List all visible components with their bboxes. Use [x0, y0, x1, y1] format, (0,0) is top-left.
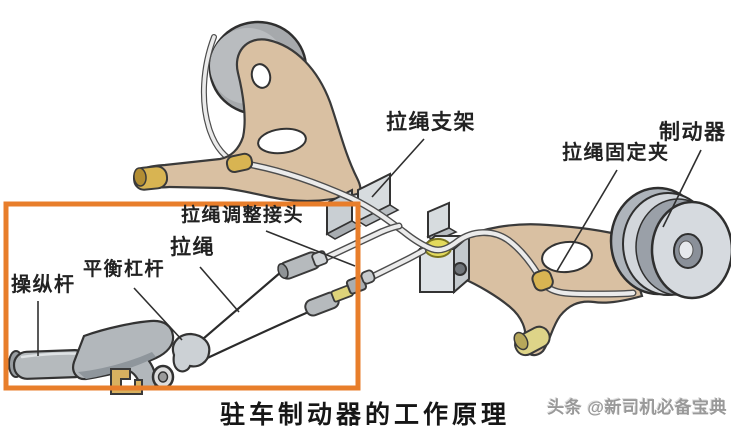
- cable-guide-box: [417, 201, 472, 295]
- watermark-text: 头条 @新司机必备宝典: [547, 398, 727, 417]
- cable-adjuster-lower: [304, 269, 376, 317]
- diagram-caption: 驻车制动器的工作原理: [220, 401, 511, 429]
- cable-fixing-clip-right: [531, 269, 554, 292]
- right-leg-end-cap: [513, 325, 551, 357]
- label-operating-lever: 操纵杆: [11, 274, 76, 296]
- label-brake: 制动器: [659, 121, 727, 144]
- pull-wires: [191, 271, 331, 363]
- cable-adjuster-upper: [277, 250, 329, 280]
- handbrake-lever-assembly: [8, 319, 211, 395]
- leader-lines: [37, 138, 702, 356]
- label-cable-adjusting-joint: 拉绳调整接头: [181, 205, 305, 226]
- right-brake-drum: [609, 186, 731, 300]
- cable-fixing-clip-left: [225, 152, 254, 174]
- label-cable-fixing-clip: 拉绳固定夹: [562, 142, 670, 164]
- left-brake-assembly: [132, 20, 362, 202]
- main-brake-cable: [248, 161, 637, 298]
- highlight-box: [3, 201, 361, 391]
- lever-body: [72, 319, 175, 390]
- equalizer-hook: [171, 332, 211, 373]
- lever-grip: [8, 349, 90, 380]
- label-cable-bracket: 拉绳支架: [386, 111, 476, 134]
- label-balance-lever: 平衡杠杆: [83, 259, 166, 280]
- left-arm-end-cap: [132, 165, 169, 191]
- cable-ring: [151, 364, 175, 390]
- label-cable: 拉绳: [170, 236, 215, 259]
- left-backing-plate: [136, 38, 362, 202]
